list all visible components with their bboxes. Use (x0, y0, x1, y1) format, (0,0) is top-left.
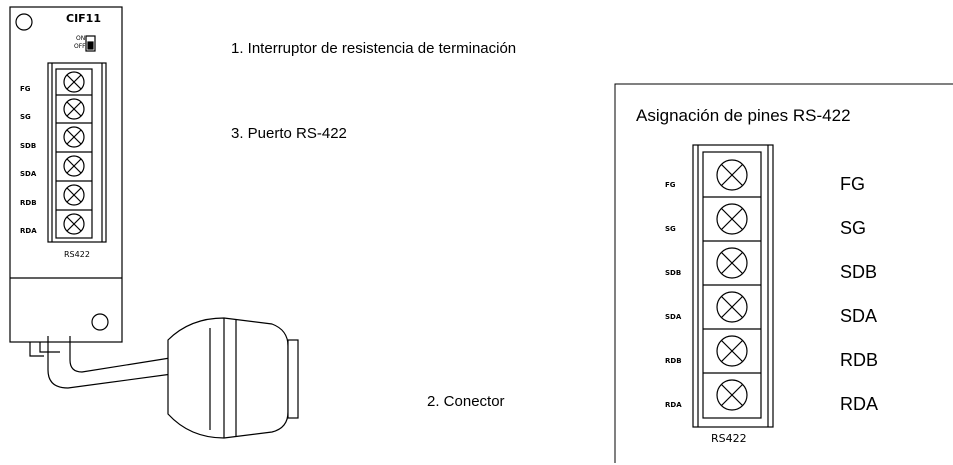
mounting-hole-top (15, 13, 33, 31)
pin-panel-small-label: RDB (665, 357, 682, 365)
pin-panel-small-label: SG (665, 225, 676, 233)
pin-panel-title: Asignación de pines RS-422 (636, 106, 851, 125)
terminal-screws (63, 71, 85, 235)
terminal-screw-icon (63, 71, 85, 93)
terminal-screw-icon (716, 379, 748, 411)
pin-panel-pin-name: RDB (840, 350, 878, 370)
pin-panel-pin-name: SDB (840, 262, 877, 282)
device-pin-label: RDB (20, 199, 37, 207)
device-pin-label: SG (20, 113, 31, 121)
pin-panel-pin-name: SDA (840, 306, 877, 326)
terminal-screw-icon (716, 159, 748, 191)
mounting-hole-bottom (91, 313, 109, 331)
device-model-label: CIF11 (66, 12, 101, 25)
device-pin-label: RDA (20, 227, 37, 235)
device-pin-label: FG (20, 85, 31, 93)
pin-panel-small-label: SDB (665, 269, 681, 277)
terminal-screw-icon (63, 98, 85, 120)
connector (29, 317, 299, 439)
pin-panel-terminal-block (692, 144, 774, 428)
cif11-device (9, 6, 123, 343)
callout-port: 3. Puerto RS-422 (231, 125, 347, 142)
terminal-screw-icon (63, 126, 85, 148)
pin-panel-pin-name: FG (840, 174, 865, 194)
terminal-screw-icon (716, 203, 748, 235)
pin-assignment-panel (614, 83, 953, 463)
terminal-screw-icon (716, 335, 748, 367)
pin-panel-small-label: FG (665, 181, 676, 189)
pin-panel-pin-name: RDA (840, 394, 878, 414)
terminal-screw-icon (716, 291, 748, 323)
device-port-label: RS422 (64, 250, 90, 259)
connector-body[interactable] (167, 317, 289, 439)
pin-panel-screws (716, 159, 748, 411)
terminal-screw-icon (63, 213, 85, 235)
device-pin-label: SDB (20, 142, 36, 150)
switch-off-label: OFF (74, 43, 86, 50)
terminal-screw-icon (716, 247, 748, 279)
pin-panel-small-label: SDA (665, 313, 682, 321)
terminal-screw-icon (63, 184, 85, 206)
pin-panel-port-label: RS422 (711, 432, 747, 445)
callout-connector: 2. Conector (427, 393, 505, 410)
device-pin-label: SDA (20, 170, 37, 178)
callout-termination-switch: 1. Interruptor de resistencia de termina… (231, 40, 516, 57)
pin-panel-pin-name: SG (840, 218, 866, 238)
switch-on-label: ON (76, 35, 85, 42)
terminal-screw-icon (63, 155, 85, 177)
pin-panel-small-label: RDA (665, 401, 682, 409)
